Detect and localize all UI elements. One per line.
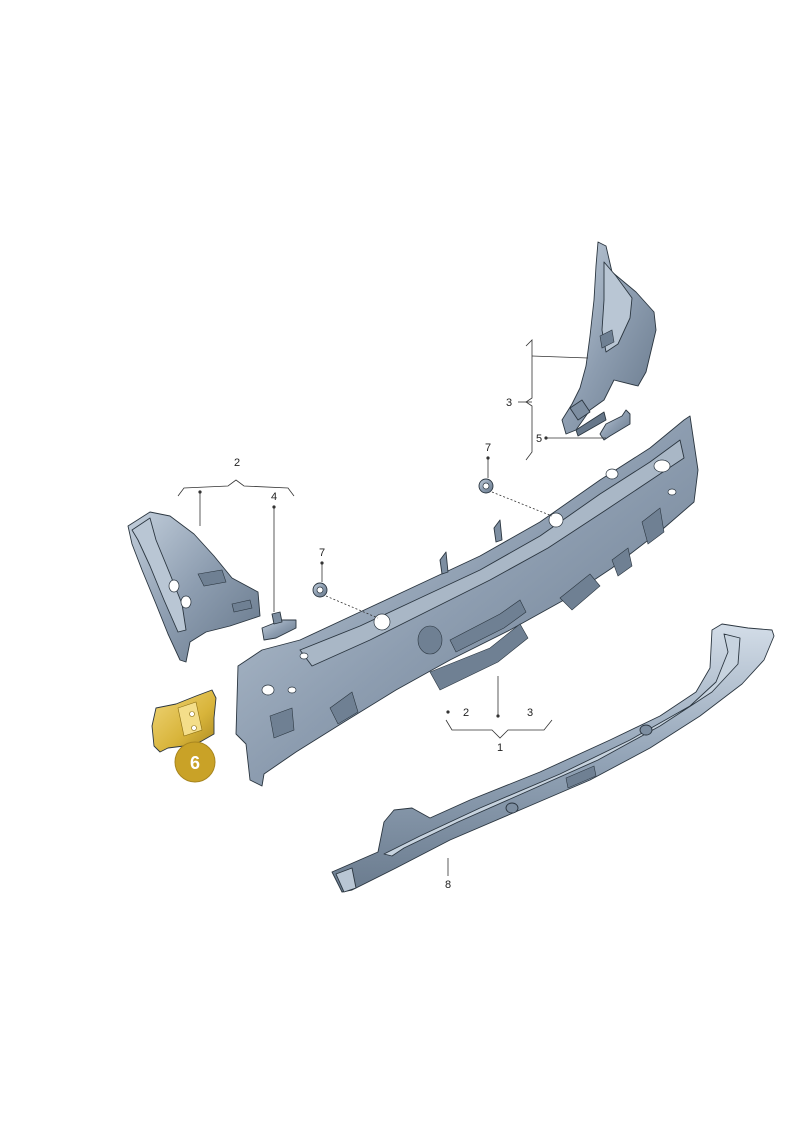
callout-8: 8 <box>445 879 451 891</box>
callout-2-bottom: 2 <box>463 707 469 719</box>
callout-5: 5 <box>536 433 542 445</box>
part-6-highlighted-bracket <box>151 689 217 753</box>
part-8-bumper-carrier <box>331 623 775 893</box>
callout-6-badge[interactable]: 6 <box>174 741 216 783</box>
part-2-left-panel <box>127 511 261 663</box>
part-3-right-panel <box>561 241 657 437</box>
callout-7-right: 7 <box>485 442 491 454</box>
part-4-small-bracket <box>261 611 297 641</box>
callout-2-top: 2 <box>234 457 240 469</box>
part-1-rear-panel <box>235 415 699 787</box>
callout-3-right: 3 <box>506 397 512 409</box>
leader-lines <box>177 339 606 876</box>
callout-3-bottom: 3 <box>527 707 533 719</box>
part-5-small-bracket <box>599 409 631 441</box>
callout-7-left: 7 <box>319 547 325 559</box>
callout-1: 1 <box>497 742 503 754</box>
callout-6-label: 6 <box>190 753 200 773</box>
part-7-clip-right <box>478 478 494 494</box>
callout-4: 4 <box>271 491 277 503</box>
part-7-clip-left <box>312 582 328 598</box>
